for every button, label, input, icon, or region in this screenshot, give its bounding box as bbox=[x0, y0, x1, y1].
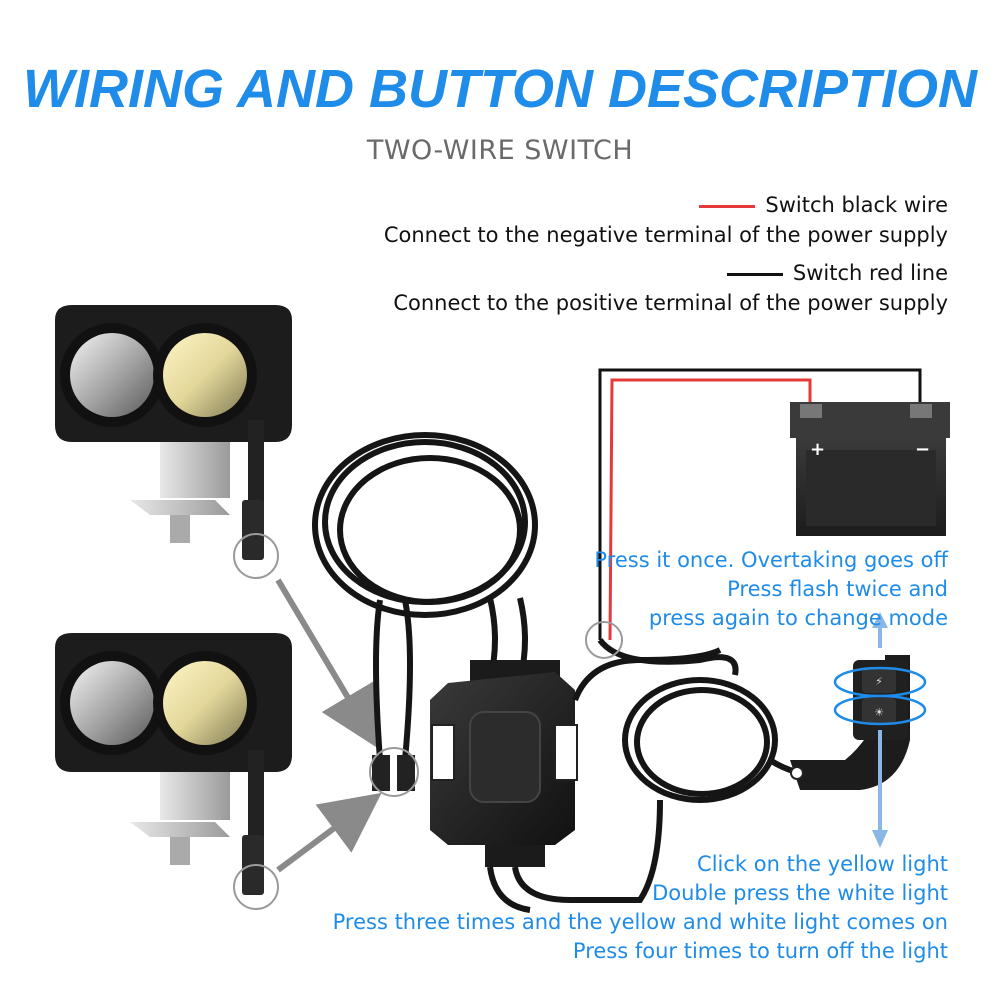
red-wire-swatch bbox=[699, 204, 756, 208]
battery: + − bbox=[790, 402, 950, 536]
note-top-2: Press flash twice and bbox=[727, 577, 948, 601]
legend-detail-red: Connect to the negative terminal of the … bbox=[383, 223, 948, 247]
legend-item-black: Switch red line bbox=[726, 261, 948, 285]
page-title: WIRING AND BUTTON DESCRIPTION bbox=[23, 59, 977, 119]
light-unit-top bbox=[55, 305, 292, 579]
light-button-icon: ☀ bbox=[874, 706, 884, 719]
note-top-1: Press it once. Overtaking goes off bbox=[594, 548, 948, 572]
legend-detail-black: Connect to the positive terminal of the … bbox=[393, 291, 948, 315]
black-wire bbox=[598, 368, 922, 640]
black-wire-swatch bbox=[726, 272, 783, 276]
coiled-cable-left bbox=[312, 432, 538, 761]
note-bottom-1: Click on the yellow light bbox=[697, 852, 948, 876]
control-box bbox=[430, 660, 578, 867]
legend-item-red: Switch black wire bbox=[699, 193, 948, 217]
legend-label-red: Switch black wire bbox=[765, 193, 948, 217]
junction-connector bbox=[369, 747, 419, 797]
pointer-arrow-top bbox=[275, 578, 379, 749]
page-subtitle: TWO-WIRE SWITCH bbox=[366, 135, 634, 166]
note-bottom-2: Double press the white light bbox=[652, 881, 948, 905]
flash-button-icon: ⚡ bbox=[875, 675, 883, 688]
pointer-arrow-bottom bbox=[276, 792, 382, 873]
note-bottom-4: Press four times to turn off the light bbox=[572, 939, 948, 963]
bottom-button-highlight bbox=[833, 694, 927, 726]
red-wire bbox=[608, 378, 812, 641]
button-top-notes: Press it once. Overtaking goes off Press… bbox=[594, 546, 948, 633]
battery-plus-label: + bbox=[810, 439, 825, 460]
wire-joint-marker bbox=[585, 621, 623, 659]
coiled-cable-right bbox=[487, 647, 846, 913]
handlebar-switch: ⚡ ☀ bbox=[790, 612, 927, 848]
button-bottom-notes: Click on the yellow light Double press t… bbox=[333, 850, 948, 966]
note-bottom-3: Press three times and the yellow and whi… bbox=[332, 910, 948, 934]
note-top-3: press again to change mode bbox=[648, 606, 948, 630]
light-unit-bottom bbox=[55, 633, 292, 910]
battery-minus-label: − bbox=[915, 439, 930, 460]
legend-label-black: Switch red line bbox=[792, 261, 948, 285]
